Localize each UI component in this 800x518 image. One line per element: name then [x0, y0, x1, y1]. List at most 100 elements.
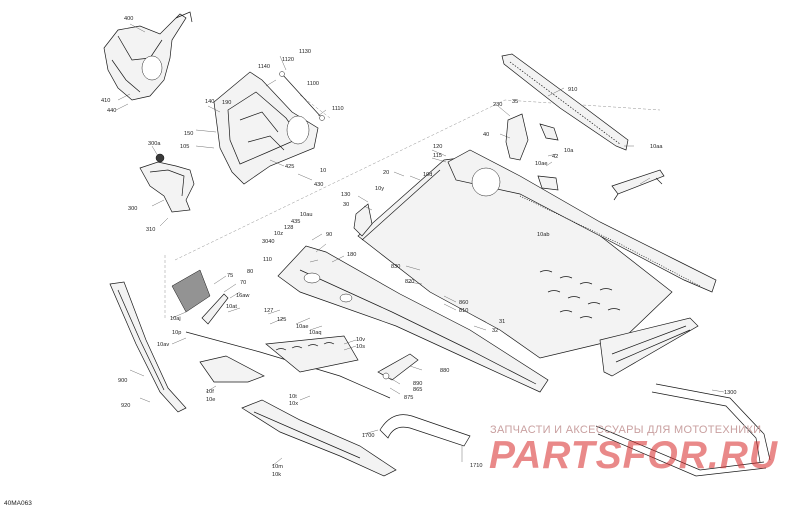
- callout-190: 190: [222, 100, 231, 106]
- callout-128: 128: [284, 225, 293, 231]
- callout-10t: 10t: [289, 394, 297, 400]
- part-20-bracket[interactable]: [353, 203, 373, 237]
- callout-865: 865: [413, 387, 422, 393]
- callout-300: 300: [128, 206, 137, 212]
- callout-labels: 400 410 440 1140 1120 1130 1100 1110 140…: [101, 16, 736, 478]
- callout-10ae-lower: 10ae: [296, 324, 308, 330]
- callout-42: 42: [552, 154, 558, 160]
- part-190-front-frame-module[interactable]: [213, 71, 319, 185]
- callout-16aw: 16aw: [236, 293, 250, 299]
- callout-1300: 1300: [724, 390, 736, 396]
- callout-10au: 10au: [300, 212, 312, 218]
- part-10aa-cross-brace[interactable]: [611, 169, 665, 201]
- callout-70: 70: [240, 280, 246, 286]
- part-1300-rear-bumper[interactable]: [595, 383, 771, 477]
- callout-810: 810: [459, 308, 468, 314]
- callout-40: 40: [483, 132, 489, 138]
- part-75-plate[interactable]: [171, 269, 211, 313]
- callout-10f: 10f: [206, 389, 214, 395]
- callout-300a: 300a: [148, 141, 161, 147]
- callout-875: 875: [404, 395, 413, 401]
- callout-10k: 10k: [272, 472, 281, 478]
- part-880-strut[interactable]: [377, 353, 419, 381]
- part-10m-lower-rail[interactable]: [241, 399, 397, 477]
- callout-400: 400: [124, 16, 133, 22]
- callout-1710: 1710: [470, 463, 482, 469]
- part-1700-rod[interactable]: [379, 414, 471, 447]
- part-10aq-perforated-plate[interactable]: [265, 335, 359, 373]
- callout-10p: 10p: [172, 330, 181, 336]
- callout-10s: 10s: [356, 344, 365, 350]
- part-910-reinforcement-strip[interactable]: [501, 53, 629, 151]
- callout-10e: 10e: [206, 397, 215, 403]
- callout-110: 110: [263, 257, 272, 263]
- callout-32: 32: [492, 328, 498, 334]
- callout-1110: 1110: [332, 106, 344, 112]
- callout-35: 35: [512, 99, 518, 105]
- callout-10ab: 10ab: [537, 232, 549, 238]
- callout-31: 31: [499, 319, 505, 325]
- callout-10d: 10d: [423, 172, 432, 178]
- callout-10ae: 10ae: [535, 161, 547, 167]
- callout-1140: 1140: [258, 64, 270, 70]
- callout-430: 430: [314, 182, 323, 188]
- callout-435: 435: [291, 219, 300, 225]
- callout-230: 230: [493, 102, 502, 108]
- part-35-40-brackets[interactable]: [505, 113, 559, 191]
- callout-150: 150: [184, 131, 193, 137]
- callout-920: 920: [121, 403, 130, 409]
- part-1100-support-rod[interactable]: [279, 71, 325, 121]
- part-300-bracket[interactable]: [139, 153, 195, 213]
- callout-10x: 10x: [289, 401, 298, 407]
- callout-20: 20: [383, 170, 389, 176]
- callout-820: 820: [405, 279, 414, 285]
- part-10f-mount[interactable]: [199, 355, 265, 383]
- callout-30: 30: [343, 202, 349, 208]
- callout-130: 130: [341, 192, 350, 198]
- callout-10aj: 10aj: [170, 316, 181, 322]
- part-10d-right-side-rail[interactable]: [447, 149, 717, 293]
- callout-425: 425: [285, 164, 294, 170]
- callout-880: 880: [440, 368, 449, 374]
- callout-890: 890: [413, 381, 422, 387]
- callout-10y: 10y: [375, 186, 384, 192]
- callout-10m: 10m: [272, 464, 283, 470]
- diagram-code: 40MA063: [4, 500, 32, 507]
- callout-180: 180: [347, 252, 356, 258]
- callout-80: 80: [247, 269, 253, 275]
- callout-1700: 1700: [362, 433, 374, 439]
- part-400-steering-support[interactable]: [103, 11, 193, 101]
- part-10ae-strut[interactable]: [201, 293, 229, 325]
- callout-10a: 10a: [564, 148, 574, 154]
- callout-75: 75: [227, 273, 233, 279]
- callout-10z: 10z: [274, 231, 283, 237]
- callout-125: 125: [277, 317, 286, 323]
- callout-1120: 1120: [282, 57, 294, 63]
- callout-440: 440: [107, 108, 116, 114]
- callout-10av: 10av: [157, 342, 169, 348]
- callout-10aa: 10aa: [650, 144, 663, 150]
- callout-410: 410: [101, 98, 110, 104]
- callout-105: 105: [180, 144, 189, 150]
- callout-1100: 1100: [307, 81, 319, 87]
- callout-10: 10: [320, 168, 326, 174]
- callout-860: 860: [459, 300, 468, 306]
- callout-115: 115: [433, 153, 442, 159]
- callout-90: 90: [326, 232, 332, 238]
- callout-3040: 3040: [262, 239, 274, 245]
- watermark-subtitle: ЗАПЧАСТИ И АКСЕССУАРЫ ДЛЯ МОТОТЕХНИКИ: [490, 424, 762, 436]
- part-900-rail[interactable]: [109, 281, 187, 413]
- callout-830: 830: [391, 264, 400, 270]
- callout-310: 310: [146, 227, 155, 233]
- callout-10v: 10v: [356, 337, 365, 343]
- tunnel-vent-slots: [539, 270, 621, 319]
- watermark-brand: PARTSFOR.RU: [489, 434, 779, 477]
- callout-10aq: 10aq: [309, 330, 321, 336]
- callout-10at: 10at: [226, 304, 237, 310]
- part-110-left-side-rail[interactable]: [277, 245, 549, 393]
- callout-900: 900: [118, 378, 127, 384]
- leader-lines: [115, 23, 725, 467]
- callout-140: 140: [205, 99, 214, 105]
- callout-127: 127: [264, 308, 273, 314]
